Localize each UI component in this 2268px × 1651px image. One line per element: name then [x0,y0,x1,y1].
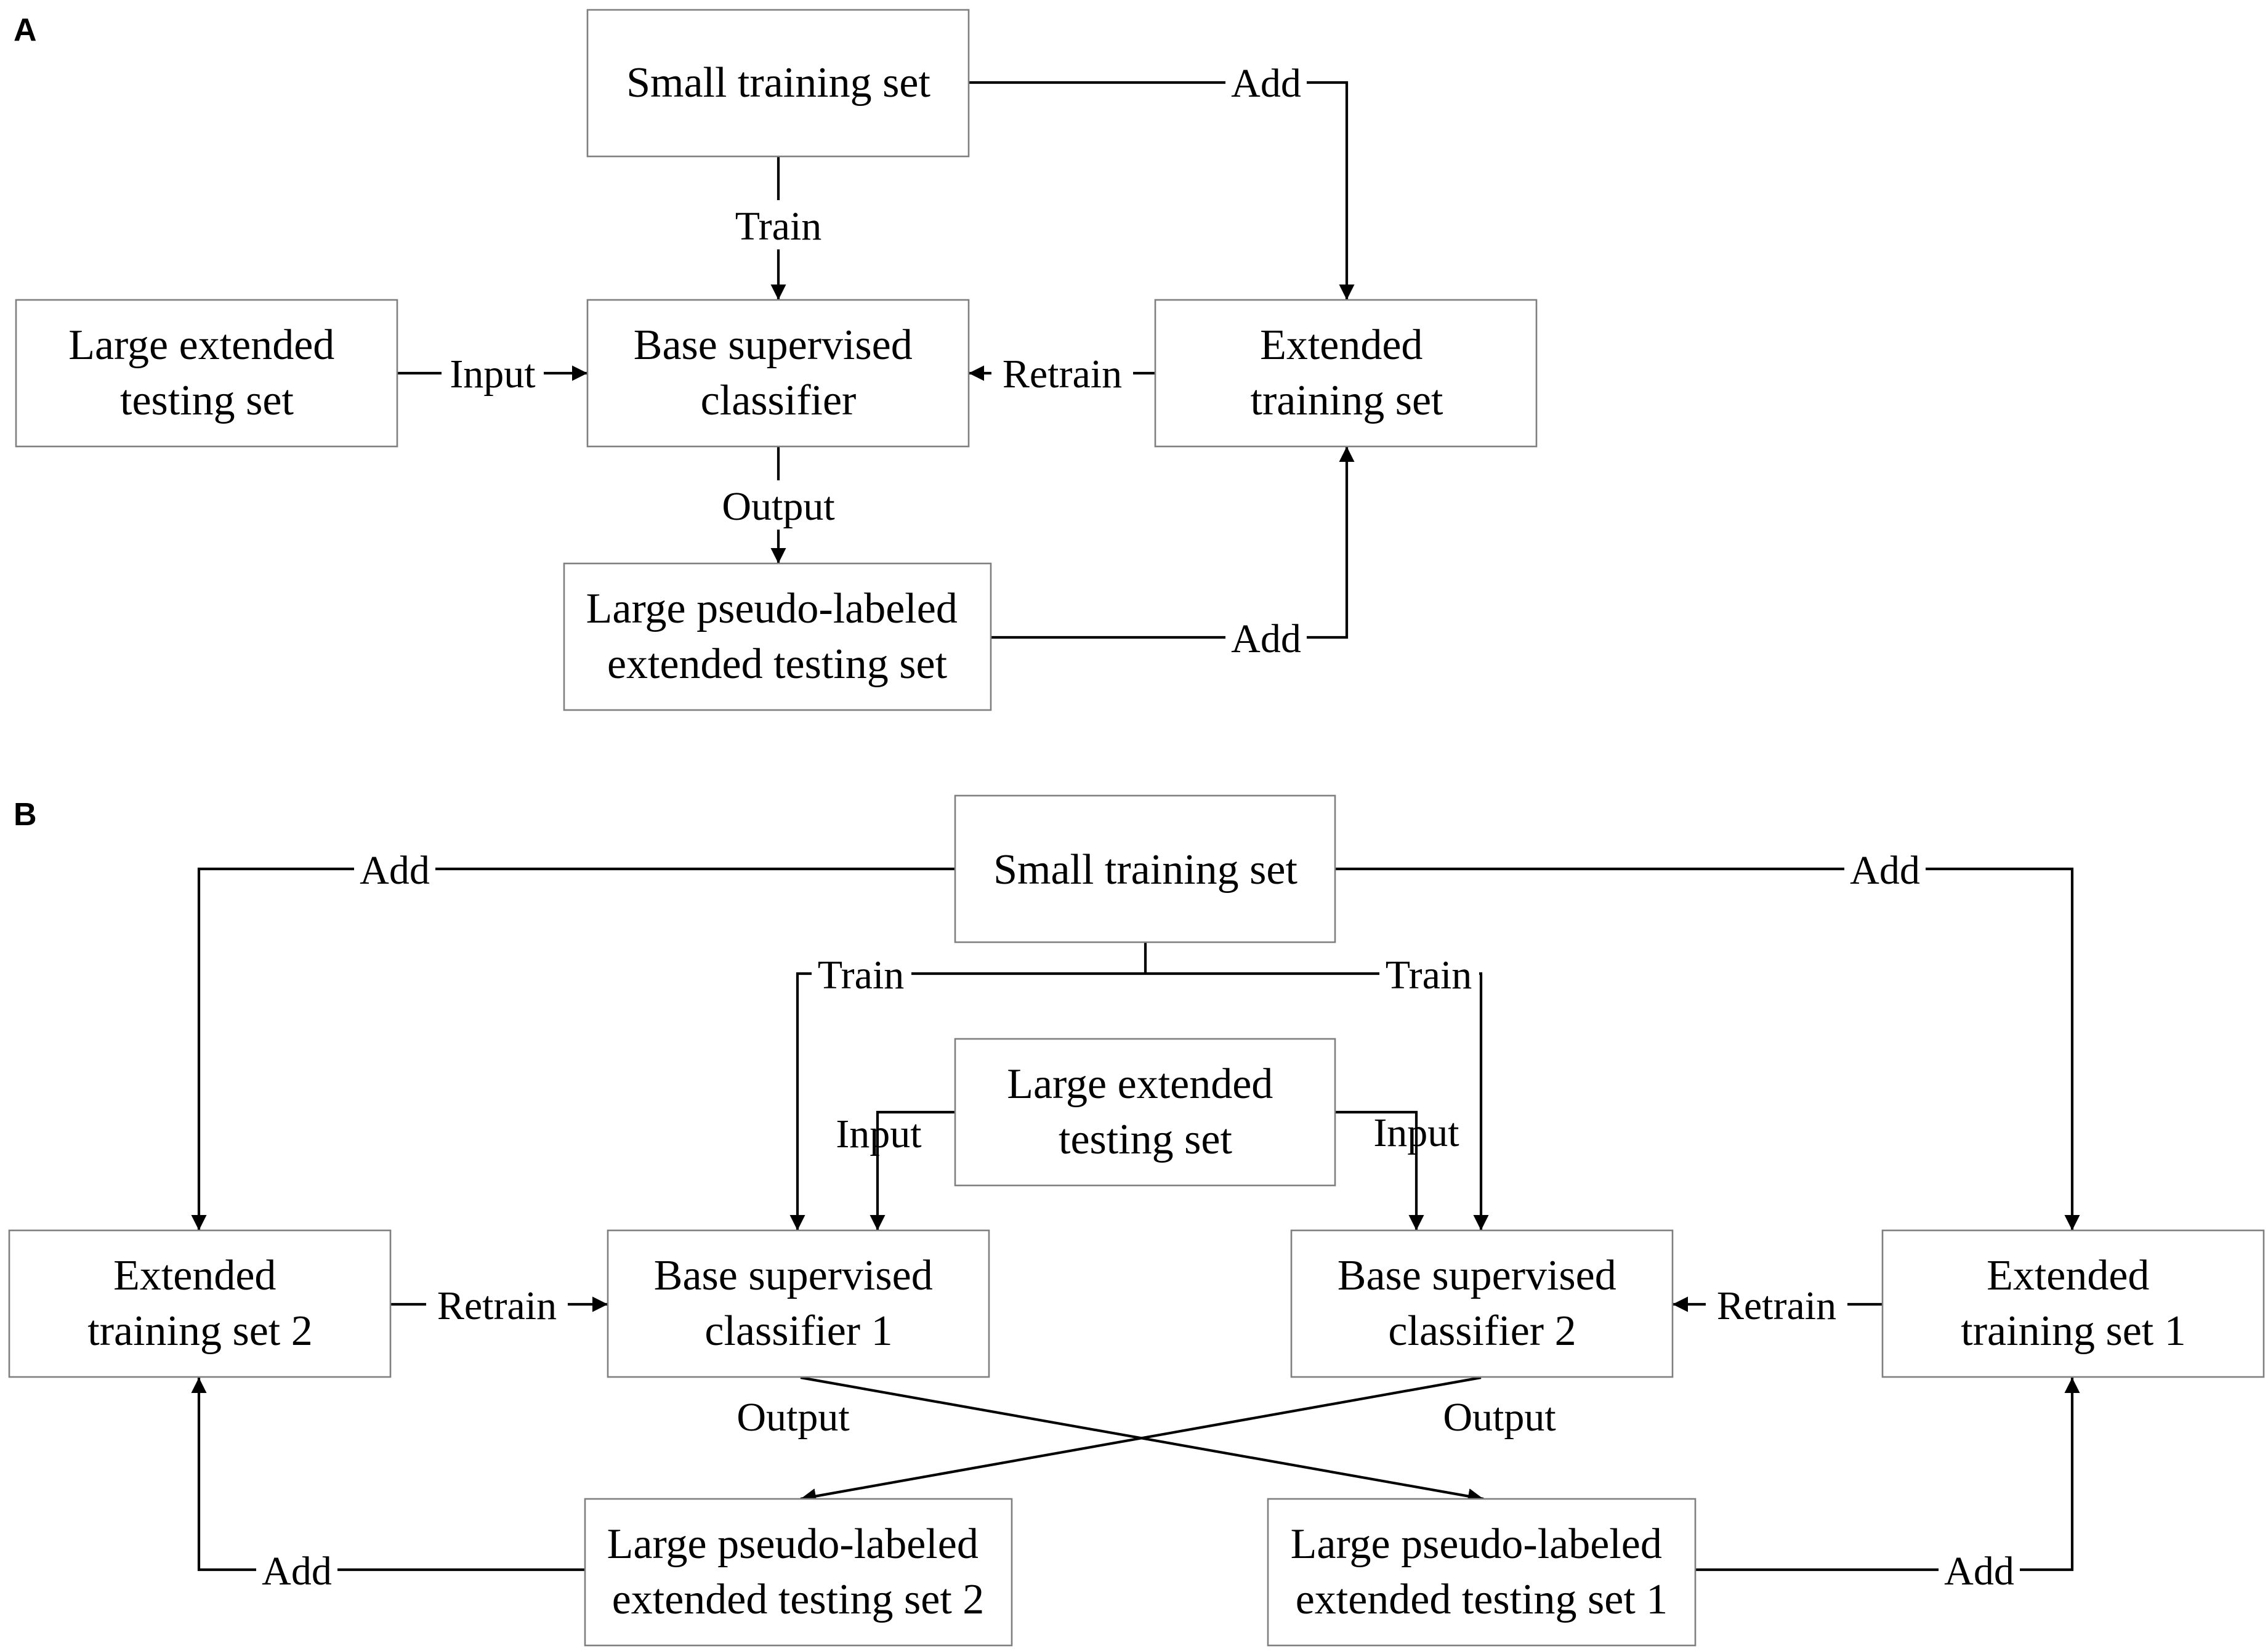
panel-a-edge-labels: Train Input Retrain Output Add Add [442,57,1307,662]
b-edge-add-top-left [191,867,955,1230]
a-node-base-supervised-classifier: Base supervised classifier [586,299,970,448]
b-edge-add-top-right [1335,867,2080,1230]
b-edge-add-bottom-left [191,1378,585,1572]
svg-text:Output: Output [722,484,834,529]
b-label-train-right: Train [1379,949,1479,998]
svg-text:Add: Add [1850,848,1920,893]
a-node-large-pseudo-labeled-set: Large pseudo-labeled extended testing se… [563,562,992,711]
svg-text:Output: Output [736,1395,849,1440]
b-label-add-bottom-right: Add [1939,1545,2020,1594]
b-label-train-left: Train [812,949,911,998]
svg-text:Train: Train [735,204,822,249]
b-node-extended-training-set-1: Extended training set 1 [1881,1229,2265,1378]
b-edge-add-bottom-right [1695,1378,2080,1572]
b-edge-input-right [1335,1110,1424,1230]
b-node-extended-training-set-2: Extended training set 2 [8,1229,392,1378]
svg-text:Large pseudo-labeled ext: Large pseudo-labeled extended testing se… [1291,1520,1673,1623]
svg-text:Large extended testing s: Large extended testing set [68,321,345,424]
b-label-output-right: Output [1443,1395,1556,1440]
b-node-base-supervised-classifier-2: Base supervised classifier 2 [1290,1229,1674,1378]
svg-text:Base supervised classifi: Base supervised classifier 1 [654,1252,943,1355]
a-label-retrain: Retrain [991,348,1133,397]
panel-b-edge-labels: Add Add Train Train Input Input Retrain … [256,844,2020,1594]
svg-text:Base supervised classifi: Base supervised classifier [634,321,923,424]
svg-text:Retrain: Retrain [1717,1283,1836,1328]
a-edge-add-bottom [991,446,1355,639]
svg-text:Base supervised classifi: Base supervised classifier 2 [1338,1252,1627,1355]
a-label-output: Output [708,480,849,530]
b-label-output-left: Output [736,1395,849,1440]
svg-text:Input: Input [1373,1110,1459,1155]
panel-b-label: B [14,797,37,833]
b-node-base-supervised-classifier-1: Base supervised classifier 1 [607,1229,990,1378]
svg-text:Input: Input [836,1112,921,1157]
svg-text:Input: Input [450,352,535,397]
b-node-small-training-set: Small training set [954,794,1336,943]
panel-b-edges [191,867,2080,1572]
b-node-large-pseudo-labeled-set-2: Large pseudo-labeled extended testing se… [584,1498,1013,1647]
b-label-retrain-right: Retrain [1706,1280,1847,1329]
b-edge-train-left [789,972,1145,1230]
svg-text:Add: Add [262,1549,332,1594]
b-edge-output-right [800,1376,1482,1504]
a-label-add-top: Add [1225,57,1307,107]
svg-text:Large extended testing s: Large extended testing set [1007,1060,1284,1163]
svg-text:Output: Output [1443,1395,1556,1440]
a-label-input: Input [442,348,544,397]
b-edge-train-right [1145,972,1489,1230]
svg-text:Large pseudo-labeled ext: Large pseudo-labeled extended testing se… [586,585,969,688]
a-node-large-extended-testing-set: Large extended testing set [15,299,398,448]
panel-a-label: A [14,12,37,48]
a-edge-add-top [969,81,1355,300]
svg-text:Add: Add [1944,1549,2014,1594]
svg-text:Extended training set 1: Extended training set 1 [1961,1252,2185,1355]
a-label-add-bottom: Add [1225,613,1307,662]
svg-text:Extended training set: Extended training set [1251,321,1444,424]
b-node-large-pseudo-labeled-set-1: Large pseudo-labeled extended testing se… [1267,1498,1697,1647]
svg-text:Small training set: Small training set [626,59,930,107]
svg-text:Train: Train [1386,953,1472,998]
b-node-large-extended-testing-set: Large extended testing set [954,1038,1336,1187]
b-label-add-top-left: Add [354,844,435,894]
b-label-retrain-left: Retrain [426,1280,568,1329]
b-edge-input-left [870,1110,955,1230]
b-label-input-left: Input [836,1112,921,1157]
svg-text:Add: Add [1231,616,1301,661]
a-label-train: Train [723,200,834,249]
b-label-add-bottom-left: Add [256,1545,337,1594]
a-node-extended-training-set: Extended training set [1154,299,1538,448]
b-label-add-top-right: Add [1844,844,1926,894]
svg-text:Add: Add [360,848,430,893]
svg-text:Train: Train [818,953,905,998]
b-label-input-right: Input [1373,1110,1459,1155]
svg-text:Small training set: Small training set [993,846,1297,894]
svg-text:Extended training set 2: Extended training set 2 [87,1252,312,1355]
svg-text:Retrain: Retrain [437,1283,557,1328]
a-node-small-training-set: Small training set [586,9,970,158]
svg-text:Retrain: Retrain [1003,352,1122,397]
svg-text:Large pseudo-labeled ext: Large pseudo-labeled extended testing se… [607,1520,990,1623]
svg-text:Add: Add [1231,61,1301,106]
